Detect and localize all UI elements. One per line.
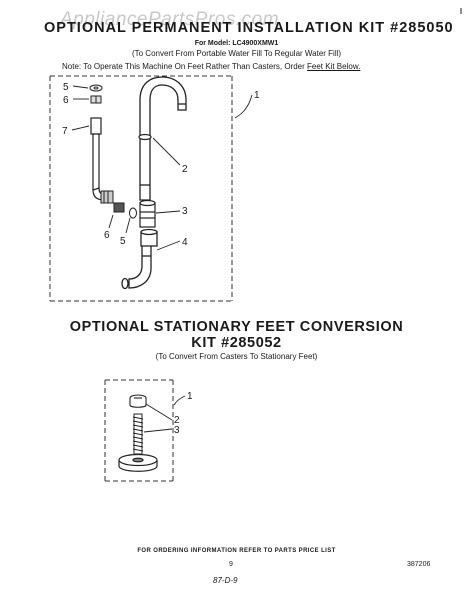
callout-feet-3: 3 [174, 425, 180, 436]
feet-kit-note: Note: To Operate This Machine On Feet Ra… [62, 62, 360, 71]
watermark: AppliancePartsPros.com [60, 9, 280, 30]
callout-4: 4 [182, 237, 188, 248]
fill-tube-part-7 [90, 117, 105, 201]
valve-fitting [100, 190, 114, 204]
model-label: For Model: LC4900XMW1 [194, 40, 279, 47]
nut-part-6-lower [113, 202, 125, 213]
feet-kit-title-line1: OPTIONAL STATIONARY FEET CONVERSION [69, 319, 404, 335]
feet-kit-subtitle: (To Convert From Casters To Stationary F… [155, 352, 318, 361]
washer-part-5 [89, 84, 103, 92]
connector-part-3 [139, 199, 156, 228]
elbow-hose-part-4 [121, 228, 158, 290]
callout-5-lower: 5 [120, 236, 126, 247]
feet-kit-link[interactable]: Feet Kit Below. [307, 62, 361, 71]
foot-cap-part-2 [129, 394, 147, 408]
permanent-kit-title: OPTIONAL PERMANENT INSTALLATION KIT #285… [44, 20, 454, 36]
feet-kit-title: OPTIONAL STATIONARY FEET CONVERSION KIT … [0, 319, 473, 351]
handwritten-note: 87-D-9 [213, 576, 238, 585]
callout-5: 5 [63, 82, 69, 93]
callout-3: 3 [182, 206, 188, 217]
document-code: 387206 [407, 561, 431, 568]
nut-part-6 [90, 95, 102, 104]
callout-1: 1 [254, 90, 260, 101]
note-text: Note: To Operate This Machine On Feet Ra… [62, 62, 308, 71]
washer-part-5-lower [129, 207, 137, 219]
callout-7: 7 [62, 126, 68, 137]
callout-6: 6 [63, 95, 69, 106]
callout-6-lower: 6 [104, 230, 110, 241]
permanent-kit-subtitle: (To Convert From Portable Water Fill To … [131, 49, 342, 58]
feet-kit-title-line2: KIT #285052 [191, 335, 282, 351]
foot-base-part-1 [118, 453, 158, 472]
feet-kit-frame [104, 379, 174, 482]
leaders-section-1 [71, 85, 253, 251]
page-number: 9 [229, 561, 233, 568]
leaders-section-2 [143, 395, 186, 433]
hose-clamp-part-2 [138, 133, 152, 141]
callout-feet-2: 2 [174, 415, 180, 426]
callout-2: 2 [182, 164, 188, 175]
permanent-kit-frame [49, 75, 233, 302]
ordering-info: FOR ORDERING INFORMATION REFER TO PARTS … [137, 548, 336, 554]
thread-lines [132, 416, 144, 452]
callout-feet-1: 1 [187, 391, 193, 402]
